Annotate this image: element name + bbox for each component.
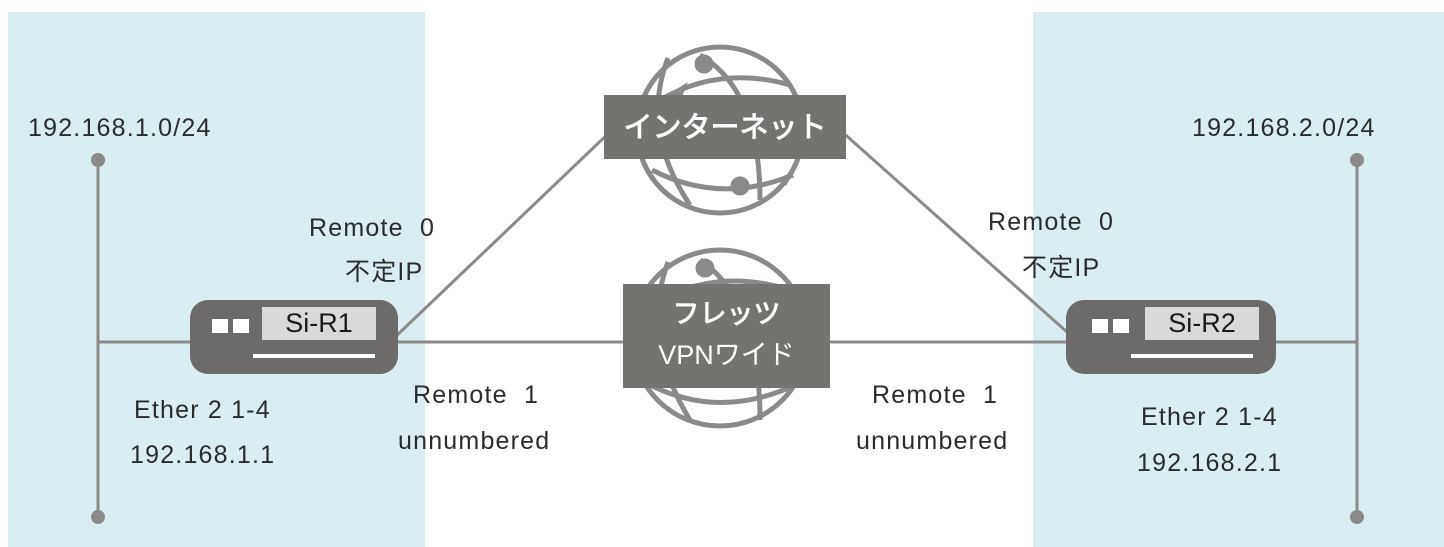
router-si-r2-name: Si-R2 (1145, 307, 1259, 340)
left-network-label: 192.168.1.0/24 (28, 114, 212, 142)
router-si-r1-name: Si-R1 (262, 307, 376, 340)
right-remote0-ip: 不定IP (1022, 254, 1101, 282)
link-r1-internet (390, 128, 614, 342)
right-network-label: 192.168.2.0/24 (1192, 114, 1376, 142)
right-lan-area (1033, 12, 1444, 547)
left-remote0-label: Remote 0 (309, 214, 436, 242)
links (98, 128, 1357, 344)
right-remote1-ip: unnumbered (856, 427, 1009, 455)
internet-label-text: インターネット (623, 110, 827, 144)
left-remote0-ip: 不定IP (345, 258, 424, 286)
left-remote1-label: Remote 1 (413, 381, 540, 409)
left-ether-label: Ether 2 1-4 (134, 396, 271, 424)
left-ether-ip: 192.168.1.1 (130, 441, 276, 469)
link-internet-r2 (839, 128, 1077, 342)
vpn-label-line1: フレッツ (672, 299, 781, 330)
vpn-label-line2: VPNワイド (658, 340, 795, 370)
internet-label: インターネット (604, 95, 846, 159)
left-lan-area (8, 12, 425, 547)
right-remote0-label: Remote 0 (988, 208, 1115, 236)
left-lan-bus (91, 153, 105, 524)
left-remote1-ip: unnumbered (398, 427, 551, 455)
right-lan-bus (1350, 153, 1364, 524)
right-ether-ip: 192.168.2.1 (1137, 449, 1283, 477)
right-remote1-label: Remote 1 (872, 381, 999, 409)
right-ether-label: Ether 2 1-4 (1141, 403, 1278, 431)
vpn-label: フレッツ VPNワイド (623, 284, 830, 388)
